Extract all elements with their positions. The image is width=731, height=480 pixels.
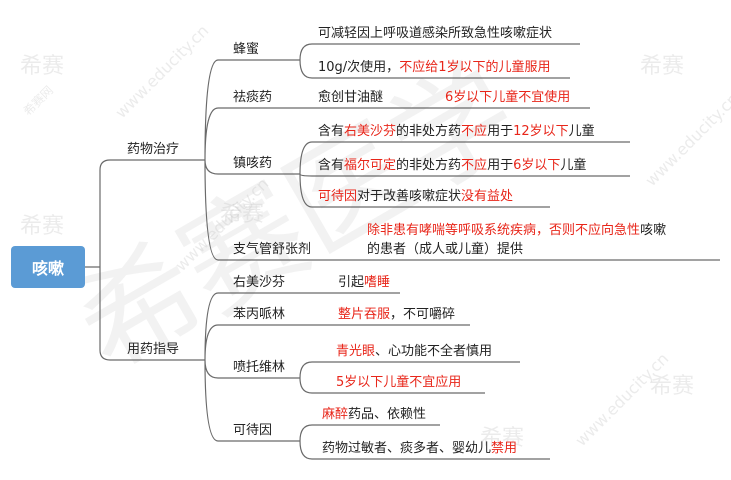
dextromethorphan-note: 引起嗜睡 — [338, 274, 390, 292]
text-segment: 用于 — [487, 158, 514, 173]
antitussive-item-3: 可待因对于改善咳嗽症状没有益处 — [318, 188, 513, 206]
text-segment: 含有 — [318, 158, 345, 173]
text-segment: 、心功能不全者慎用 — [375, 344, 493, 359]
text-segment: 引起 — [338, 275, 365, 290]
text-segment: 含有 — [318, 124, 345, 139]
text-segment: 右美沙芬 — [344, 124, 397, 139]
text-segment: 儿童 — [560, 158, 587, 173]
node-pentoxyverine: 喷托维林 — [233, 360, 286, 375]
branch-guidance: 用药指导 — [127, 342, 180, 357]
text-segment: 不宜应用 — [409, 375, 462, 390]
branch-treatment: 药物治疗 — [127, 142, 180, 157]
text-segment: 可减轻因上呼吸道感染所致急性咳嗽症状 — [318, 26, 553, 41]
text-segment: 的非处方药 — [396, 158, 462, 173]
codeine-item-2: 药物过敏者、痰多者、婴幼儿禁用 — [322, 440, 517, 458]
text-segment: 急性 — [614, 223, 641, 238]
antitussive-item-1: 含有右美沙芬的非处方药不应用于12岁以下儿童 — [318, 123, 595, 141]
text-segment: 除非患有哮喘等呼吸系统疾病，否则 — [367, 223, 576, 238]
text-segment: 的非处方药 — [396, 124, 462, 139]
expectorant-drug: 愈创甘油醚 — [318, 90, 384, 105]
text-segment: 10g/次使用， — [318, 60, 400, 75]
text-segment: 不应 — [575, 223, 602, 238]
text-segment: 福尔可定 — [344, 158, 397, 173]
text-segment: 禁用 — [491, 441, 518, 456]
text-segment: 整片吞服 — [338, 307, 391, 322]
text-segment: 的患者（成人或儿童）提供 — [367, 242, 524, 257]
root-node: 咳嗽 — [11, 246, 85, 288]
text-segment: 不应给1岁以下的儿童服用 — [399, 60, 551, 75]
node-expectorant: 祛痰药 — [233, 90, 273, 105]
text-segment: 5岁以下儿童 — [336, 375, 410, 390]
node-dextromethorphan: 右美沙芬 — [233, 275, 286, 290]
expectorant-note: 6岁以下儿童不宜使用 — [445, 90, 571, 105]
bronchodilator-line-2: 的患者（成人或儿童）提供 — [367, 241, 523, 259]
codeine-item-1: 麻醉药品、依赖性 — [322, 406, 426, 424]
text-segment: 药品、依赖性 — [348, 407, 427, 422]
text-segment: 用于 — [487, 124, 514, 139]
text-segment: 不应 — [461, 158, 488, 173]
text-segment: 对于改善咳嗽症状 — [357, 189, 462, 204]
text-segment: 嗜睡 — [364, 275, 391, 290]
node-benproperine: 苯丙哌林 — [233, 307, 286, 322]
text-segment: 不应 — [461, 124, 488, 139]
pentoxyverine-item-2: 5岁以下儿童不宜应用 — [336, 374, 461, 392]
text-segment: 可待因 — [318, 189, 358, 204]
node-bronchodilator: 支气管舒张剂 — [233, 242, 312, 257]
text-segment: 咳嗽 — [640, 223, 667, 238]
text-segment: ，不可嚼碎 — [390, 307, 456, 322]
antitussive-item-2: 含有福尔可定的非处方药不应用于6岁以下儿童 — [318, 157, 586, 175]
text-segment: 麻醉 — [322, 407, 349, 422]
text-segment: 6岁以下 — [513, 158, 561, 173]
text-segment: 向 — [601, 223, 615, 238]
text-segment: 12岁以下 — [513, 124, 569, 139]
node-codeine: 可待因 — [233, 423, 273, 438]
node-honey: 蜂蜜 — [233, 42, 260, 57]
benproperine-note: 整片吞服，不可嚼碎 — [338, 306, 455, 324]
text-segment: 青光眼 — [336, 344, 376, 359]
pentoxyverine-item-1: 青光眼、心功能不全者慎用 — [336, 343, 492, 361]
text-segment: 药物过敏者、痰多者、婴幼儿 — [322, 441, 492, 456]
text-segment: 没有益处 — [461, 189, 514, 204]
honey-item-2: 10g/次使用，不应给1岁以下的儿童服用 — [318, 59, 550, 77]
node-antitussive: 镇咳药 — [233, 156, 273, 171]
text-segment: 儿童 — [568, 124, 595, 139]
honey-item-1: 可减轻因上呼吸道感染所致急性咳嗽症状 — [318, 25, 552, 43]
bronchodilator-line-1: 除非患有哮喘等呼吸系统疾病，否则不应向急性咳嗽 — [367, 222, 666, 240]
